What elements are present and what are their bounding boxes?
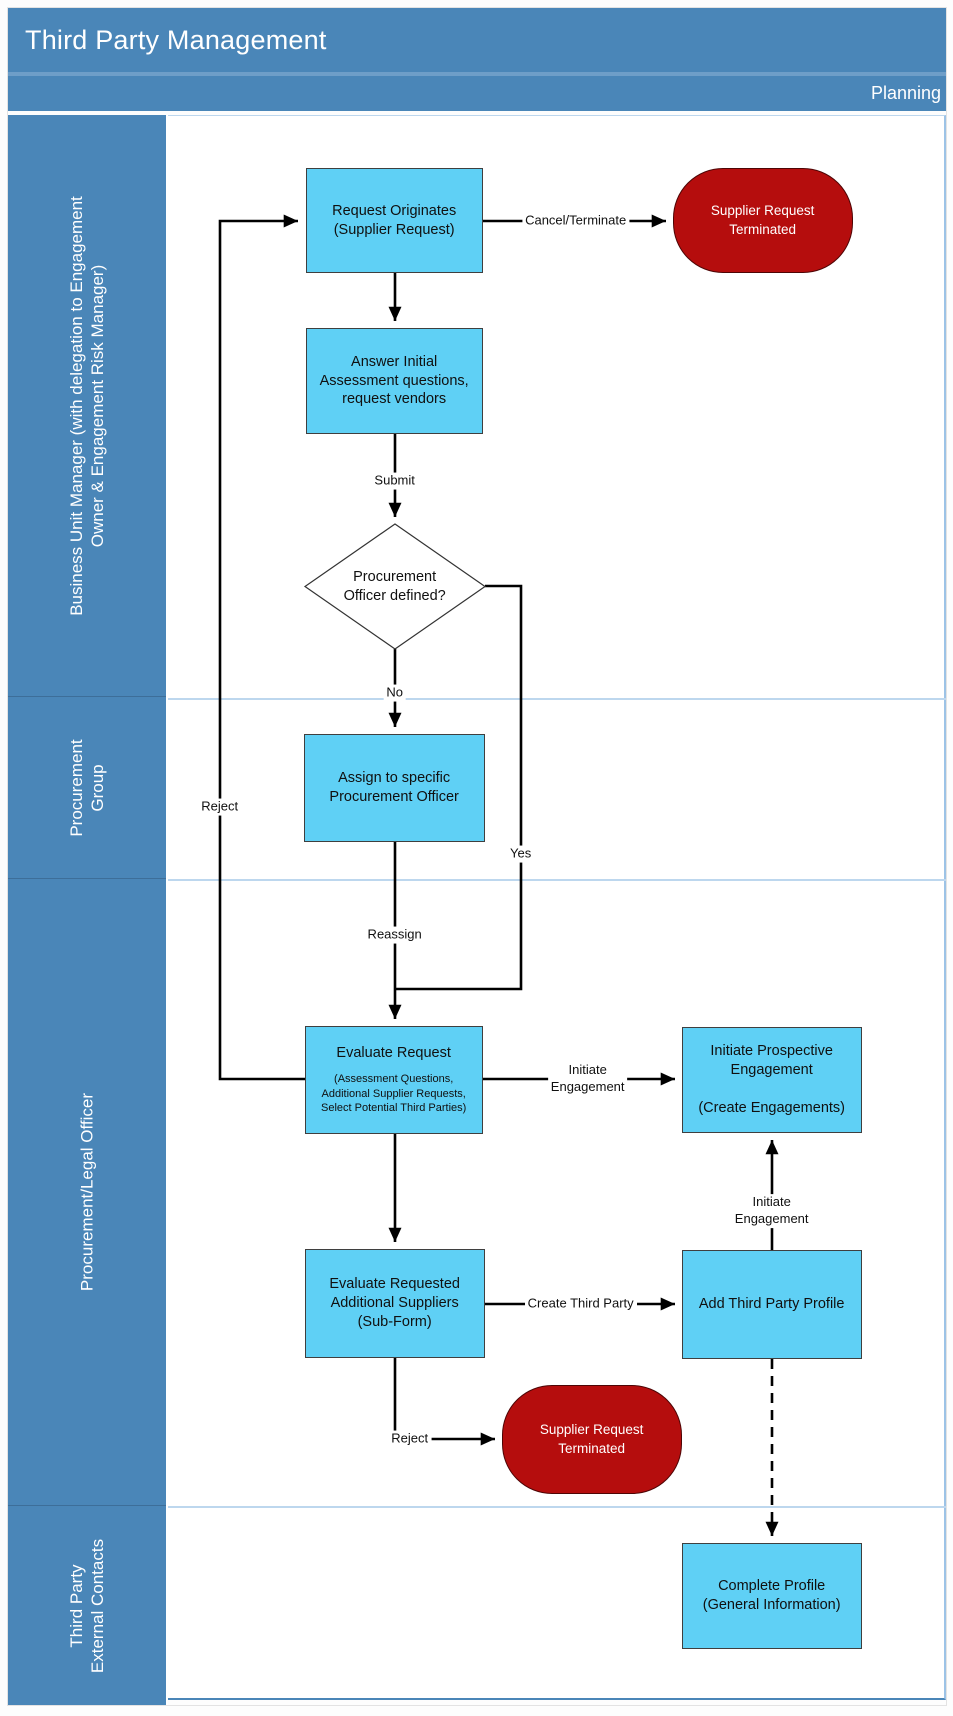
edge-label-create-third-party: Create Third Party	[524, 1295, 637, 1313]
process-evaluate-request-title: Evaluate Request	[336, 1044, 451, 1061]
lane-procurement-group: Procurement Group	[8, 696, 166, 878]
edge-label-initiate-engagement-1: Initiate Engagement	[547, 1062, 628, 1096]
edge-label-no: No	[383, 684, 406, 702]
edge-label-reject-top: Reject	[198, 798, 242, 816]
process-evaluate-request: Evaluate Request (Assessment Questions, …	[304, 1026, 483, 1134]
lane-divider-line-2	[167, 879, 946, 881]
connector-reject-loop	[218, 214, 305, 1081]
lane-label-procurement-legal-officer: Procurement/Legal Officer	[77, 1093, 97, 1292]
process-answer-initial-assessment: Answer Initial Assessment questions, req…	[305, 328, 483, 434]
lane-divider-line-3	[167, 1506, 946, 1508]
lane-label-third-party-external-contacts: Third Party External Contacts	[66, 1538, 107, 1673]
process-add-third-party-profile: Add Third Party Profile	[681, 1250, 862, 1359]
edge-label-reject-bottom: Reject	[388, 1430, 432, 1448]
edge-label-yes: Yes	[507, 845, 535, 863]
diagram-body: Business Unit Manager (with delegation t…	[8, 115, 946, 1705]
phase-header-bar: Planning	[8, 76, 946, 111]
lane-label-business-unit-manager: Business Unit Manager (with delegation t…	[66, 195, 107, 616]
lane-column-gap	[165, 115, 168, 1705]
decision-procurement-officer-defined: Procurement Officer defined?	[315, 534, 475, 639]
process-evaluate-requested-text: Evaluate Requested Additional Suppliers …	[329, 1276, 460, 1330]
process-add-third-party-text: Add Third Party Profile	[698, 1296, 845, 1313]
lane-label-procurement-group: Procurement Group	[66, 738, 107, 837]
edge-label-cancel-terminate: Cancel/Terminate	[522, 212, 630, 230]
process-initiate-prospective-text: Initiate Prospective Engagement (Create …	[698, 1043, 845, 1116]
edge-label-initiate-engagement-2: Initiate Engagement	[731, 1194, 812, 1228]
phase-label: Planning	[870, 83, 941, 103]
edge-label-reassign: Reassign	[364, 926, 425, 944]
diagram-title-bar: Third Party Management	[8, 8, 946, 72]
lane-third-party-external-contacts: Third Party External Contacts	[8, 1505, 166, 1705]
process-assign-officer-text: Assign to specific Procurement Officer	[329, 770, 459, 805]
swimlane-diagram: Third Party Management Planning Business…	[8, 8, 946, 1705]
process-complete-profile-text: Complete Profile (General Information)	[702, 1578, 841, 1613]
process-answer-initial-text: Answer Initial Assessment questions, req…	[319, 353, 469, 408]
edge-label-submit: Submit	[371, 472, 418, 490]
diagram-title: Third Party Management	[25, 24, 327, 55]
process-evaluate-request-subtext: (Assessment Questions, Additional Suppli…	[321, 1072, 467, 1115]
lane-divider-line-1	[167, 698, 946, 700]
process-request-originates-text: Request Originates (Supplier Request)	[332, 202, 457, 238]
lane-procurement-legal-officer: Procurement/Legal Officer	[8, 878, 166, 1505]
terminator-1-text: Supplier Request Terminated	[710, 203, 815, 237]
decision-text: Procurement Officer defined?	[343, 568, 446, 604]
decision-diamond-shape	[303, 523, 486, 650]
process-evaluate-requested-suppliers: Evaluate Requested Additional Suppliers …	[304, 1249, 485, 1358]
process-complete-profile: Complete Profile (General Information)	[681, 1543, 862, 1649]
lane-business-unit-manager: Business Unit Manager (with delegation t…	[8, 115, 166, 696]
terminator-supplier-request-terminated-2: Supplier Request Terminated	[501, 1385, 682, 1494]
terminator-supplier-request-terminated-1: Supplier Request Terminated	[672, 168, 853, 273]
connector-reject-bottom	[393, 1358, 495, 1446]
flow-canvas: Request Originates (Supplier Request) Su…	[167, 115, 946, 1700]
terminator-2-text: Supplier Request Terminated	[539, 1422, 644, 1456]
process-request-originates: Request Originates (Supplier Request)	[305, 168, 483, 273]
process-assign-procurement-officer: Assign to specific Procurement Officer	[303, 734, 485, 842]
lane-header-column: Business Unit Manager (with delegation t…	[8, 115, 166, 1705]
title-separator	[8, 72, 946, 76]
process-initiate-prospective-engagement: Initiate Prospective Engagement (Create …	[681, 1027, 862, 1133]
connector-yes-branch	[394, 584, 522, 991]
